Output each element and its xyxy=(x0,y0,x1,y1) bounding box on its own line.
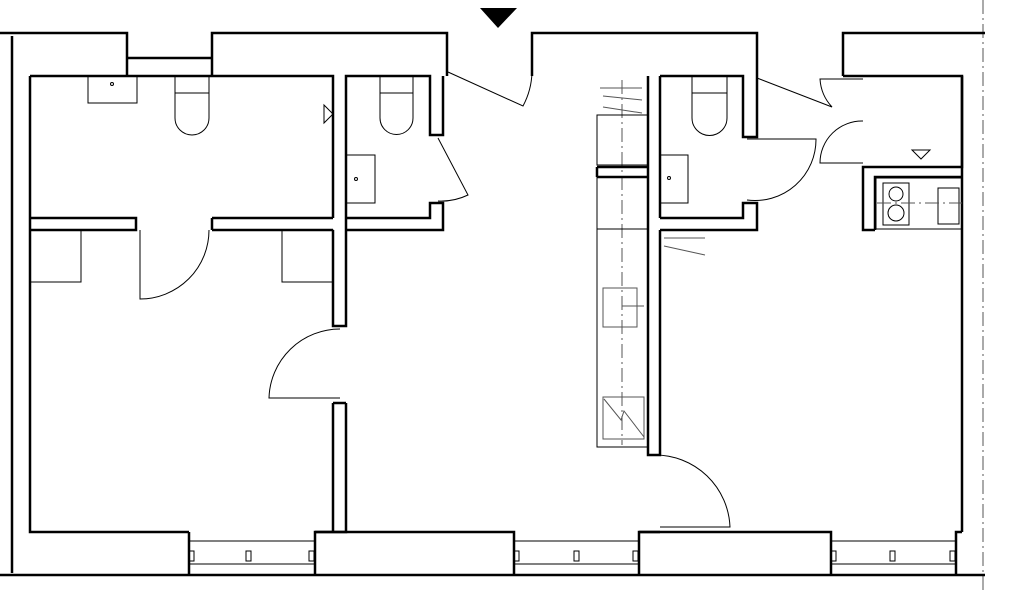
wardrobe-right xyxy=(281,229,334,283)
door-swing-entry-right xyxy=(756,77,864,164)
door-swing-right-room xyxy=(654,454,731,528)
door-swing-bath-middle xyxy=(437,137,469,202)
entrance-marker-icon xyxy=(480,8,517,28)
closet xyxy=(843,74,964,532)
bathroom-middle xyxy=(344,74,445,232)
wall-central xyxy=(646,76,662,457)
door-swing-bedroom xyxy=(139,229,210,300)
sink xyxy=(345,154,376,204)
sink xyxy=(659,154,689,204)
burner-icon xyxy=(888,186,904,202)
exterior-wall-top xyxy=(0,31,985,76)
room-left xyxy=(28,74,348,534)
door-swing-entry xyxy=(447,71,533,107)
sink xyxy=(937,187,960,225)
vent-marker-icon xyxy=(323,103,334,125)
exterior-wall-bottom xyxy=(0,530,985,577)
windows xyxy=(188,540,956,565)
dash-marks xyxy=(663,237,706,256)
toilet xyxy=(691,76,728,136)
toilet xyxy=(379,76,414,135)
sink xyxy=(87,75,138,104)
hob xyxy=(882,182,910,226)
drain-icon xyxy=(667,176,671,180)
drain-icon xyxy=(110,82,114,86)
drain-icon xyxy=(354,177,358,181)
burner-icon xyxy=(887,204,905,222)
door-swing-living-left xyxy=(268,328,341,399)
toilet xyxy=(174,76,210,136)
wardrobe-left xyxy=(29,229,82,283)
kitchenette xyxy=(873,175,963,230)
utility-shaft xyxy=(595,80,649,448)
bathroom-right xyxy=(660,74,759,232)
vent-marker-icon xyxy=(910,149,932,160)
door-swing-bath-right xyxy=(746,138,817,201)
